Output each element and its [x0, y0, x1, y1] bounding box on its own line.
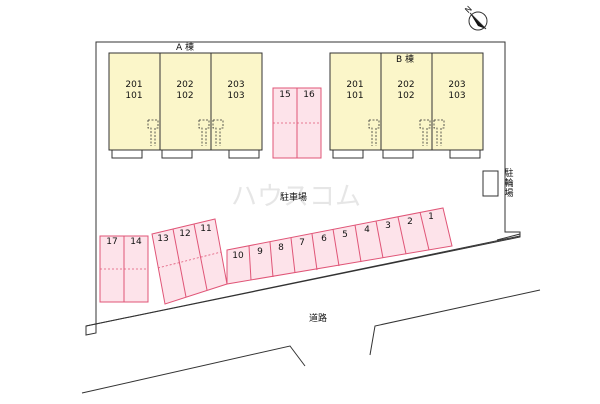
space-1: 1	[428, 212, 434, 222]
space-7: 7	[299, 238, 305, 248]
bike-parking-label: 駐 輪 場	[504, 169, 514, 199]
space-9: 9	[257, 247, 263, 257]
unit-b-1: 201 101	[346, 80, 364, 101]
parking-10-1	[226, 207, 453, 285]
space-14: 14	[130, 237, 142, 247]
space-2: 2	[407, 217, 413, 227]
space-11: 11	[200, 224, 212, 234]
space-4: 4	[364, 225, 370, 235]
lot-right-bottom	[496, 233, 521, 241]
road-label: 道路	[309, 314, 328, 324]
building-b-label: B 棟	[396, 55, 415, 65]
space-15: 15	[279, 90, 291, 100]
north-arrow-icon	[468, 11, 488, 31]
parking-lot-label: 駐車場	[280, 193, 308, 203]
space-16: 16	[303, 90, 315, 100]
parking-15-16	[272, 87, 322, 159]
unit-a-3: 203 103	[227, 80, 245, 101]
building-a	[108, 52, 263, 159]
lot-bottom-edge	[85, 235, 521, 327]
parking-17-14	[99, 235, 149, 303]
road-edge-lower-left	[81, 345, 306, 394]
space-6: 6	[321, 234, 327, 244]
bike-parking	[482, 170, 499, 197]
space-12: 12	[179, 229, 191, 239]
unit-a-1: 201 101	[125, 80, 143, 101]
unit-b-2: 202 102	[397, 80, 415, 101]
space-3: 3	[385, 221, 391, 231]
building-b	[329, 52, 484, 159]
watermark: ハウスコム	[231, 182, 361, 212]
space-17: 17	[106, 237, 118, 247]
road-edge-lower-right	[369, 289, 541, 356]
space-8: 8	[278, 243, 284, 253]
unit-b-3: 203 103	[448, 80, 466, 101]
space-10: 10	[232, 251, 244, 261]
parking-13-11	[151, 218, 228, 305]
space-13: 13	[157, 234, 169, 244]
space-5: 5	[342, 230, 348, 240]
building-a-label: A 棟	[176, 43, 195, 53]
unit-a-2: 202 102	[176, 80, 194, 101]
